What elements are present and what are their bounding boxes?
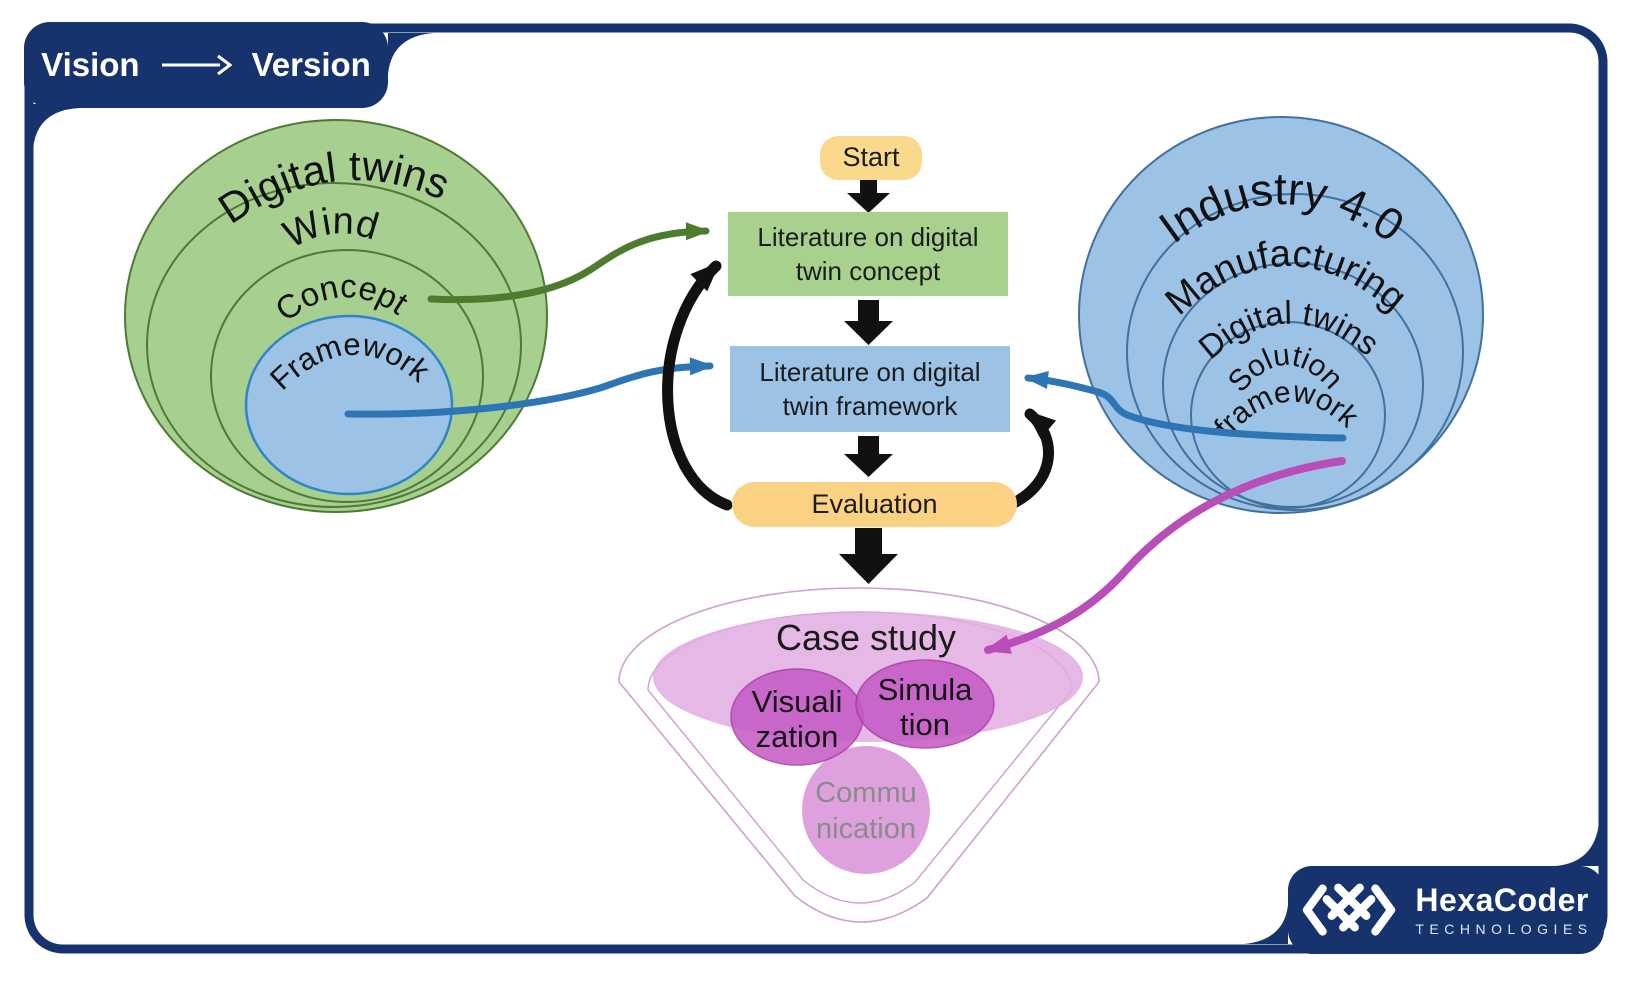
evaluation-label: Evaluation: [811, 488, 938, 519]
left-cluster-inner-ellipse: [244, 314, 454, 496]
right-cluster-ring2-ellipse: [1126, 193, 1464, 511]
blue-arrow-left-framework-link: [344, 357, 714, 418]
communication-label-line1: Commu: [815, 777, 917, 809]
vision-badge-fillet-bottom: [33, 104, 80, 150]
case-study-label: Case study: [776, 617, 956, 658]
hash-bar-3: [1327, 883, 1365, 920]
visualization-label-line1: Visuali: [752, 684, 843, 719]
simulation-ellipse: [855, 659, 995, 749]
communication-circle: [802, 746, 930, 874]
hash-bar-4: [1339, 895, 1376, 932]
start-node: Start: [820, 136, 922, 180]
down-arrow-framework-to-evaluation: [844, 436, 893, 477]
literature-concept-line1: Literature on digital: [757, 221, 979, 252]
literature-framework-line1: Literature on digital: [759, 356, 981, 387]
magenta-arrow-case-study-link: [984, 457, 1346, 654]
down-arrow-concept-to-framework: [844, 300, 893, 345]
right-chevron-icon: [1371, 884, 1396, 936]
literature-framework-line2: twin framework: [782, 391, 958, 421]
down-arrow-start-to-concept: [847, 180, 890, 213]
literature-framework-node: Literature on digital twin framework: [730, 346, 1010, 432]
visualization-label-line2: zation: [756, 719, 839, 754]
down-arrow-evaluation-to-funnel: [839, 528, 898, 584]
hexacoder-logo-badge: HexaCoder TECHNOLOGIES: [1288, 866, 1604, 954]
feedback-loop-evaluation-to-concept: [662, 260, 733, 511]
simulation-label-line2: tion: [900, 707, 950, 742]
page-frame-border: [24, 23, 1608, 954]
logo-badge-fillet-top: [1556, 822, 1599, 866]
evaluation-node: Evaluation: [732, 482, 1017, 527]
right-arrow-icon: [161, 54, 232, 76]
green-arrow-concept-link: [427, 222, 710, 304]
communication-label-line2: nication: [816, 813, 916, 845]
logo-company-name: HexaCoder: [1415, 882, 1589, 918]
hexacoder-logo-icon: [1303, 883, 1396, 936]
vision-label: Vision: [41, 46, 140, 83]
literature-concept-node: Literature on digital twin concept: [728, 212, 1008, 296]
left-chevron-icon: [1303, 884, 1328, 936]
vision-version-badge: Vision Version: [24, 22, 388, 108]
left-cluster-ring2-ellipse: [146, 182, 522, 508]
start-label: Start: [842, 142, 900, 173]
version-label: Version: [251, 46, 371, 83]
logo-badge-fillet-left: [1244, 905, 1288, 944]
blue-arrow-right-framework-link: [1024, 371, 1347, 442]
logo-company-subtitle: TECHNOLOGIES: [1415, 921, 1593, 937]
literature-concept-line2: twin concept: [795, 256, 941, 286]
right-cluster-inner-ellipse: [1190, 321, 1386, 509]
vision-badge-fillet-right: [388, 33, 434, 74]
right-cluster: Industry 4.0 Manufacturing Digital twins…: [1078, 116, 1484, 514]
feedback-loop-evaluation-to-framework: [1006, 408, 1057, 510]
simulation-label-line1: Simula: [878, 672, 974, 707]
left-cluster-ring3-ellipse: [210, 249, 484, 503]
left-cluster: Digital twins Wind Concept Framework: [124, 119, 548, 513]
case-study-funnel: Case study Visuali zation Simula tion Co…: [618, 587, 1100, 923]
